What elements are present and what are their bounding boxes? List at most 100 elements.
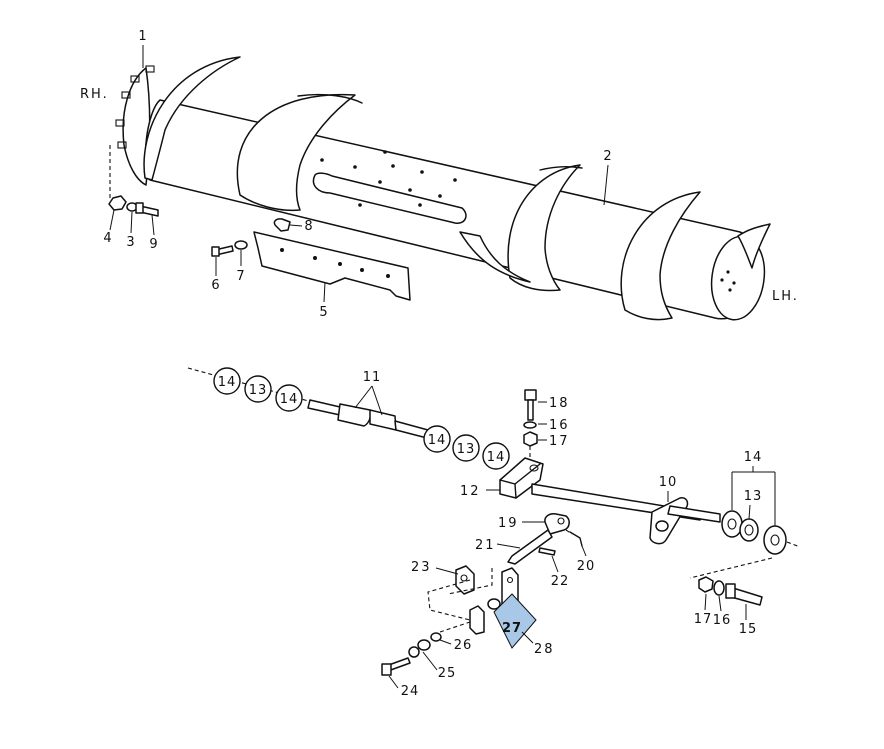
callout-13-right: 13	[744, 489, 763, 520]
hardware-4-3-9	[108, 195, 159, 217]
callout-15: 15	[739, 604, 758, 637]
callout-17-lower: 17	[694, 593, 713, 627]
svg-text:20: 20	[577, 559, 596, 574]
callout-21: 21	[475, 538, 521, 553]
svg-text:5: 5	[319, 305, 328, 320]
svg-text:12: 12	[460, 484, 481, 499]
svg-text:13: 13	[457, 442, 476, 457]
bushing-27	[487, 598, 501, 610]
svg-text:26: 26	[454, 638, 473, 653]
callout-24: 24	[388, 675, 420, 699]
bracket-12	[499, 457, 544, 499]
auger-flight-2	[236, 93, 356, 212]
callout-5: 5	[319, 281, 328, 320]
svg-text:17: 17	[694, 612, 713, 627]
hardware-26-25-24	[381, 621, 471, 676]
callout-17: 17	[538, 434, 570, 449]
svg-text:3: 3	[126, 235, 135, 250]
svg-text:14: 14	[280, 392, 299, 407]
tube-holes	[320, 150, 457, 207]
svg-text:13: 13	[249, 383, 268, 398]
auger-flight-1	[143, 56, 241, 181]
circled-callouts-middle: 14 13 14	[423, 425, 510, 470]
callout-7: 7	[236, 250, 245, 284]
callout-19: 19	[498, 516, 545, 531]
bearing-13	[739, 518, 759, 542]
svg-text:4: 4	[103, 231, 112, 246]
nut-25a	[417, 639, 431, 651]
svg-text:10: 10	[659, 475, 678, 490]
callout-20: 20	[577, 545, 596, 574]
callout-18: 18	[538, 396, 570, 411]
svg-text:17: 17	[549, 434, 570, 449]
svg-text:9: 9	[149, 237, 158, 252]
callout-6: 6	[211, 257, 220, 293]
callout-12: 12	[460, 484, 500, 499]
washer-14b	[763, 525, 787, 555]
svg-text:14: 14	[428, 433, 447, 448]
side-label-lh: LH.	[772, 289, 799, 304]
washer-14a	[721, 510, 743, 538]
svg-text:7: 7	[236, 269, 245, 284]
pin-22	[538, 547, 556, 556]
callout-10: 10	[659, 475, 678, 502]
washer-26	[430, 632, 442, 642]
tube-slot	[312, 172, 467, 224]
svg-text:21: 21	[475, 538, 496, 553]
svg-text:16: 16	[713, 613, 732, 628]
callout-2: 2	[603, 149, 612, 206]
callout-25: 25	[422, 651, 455, 681]
svg-text:14: 14	[218, 375, 237, 390]
side-label-rh: RH.	[80, 87, 109, 102]
svg-text:24: 24	[401, 684, 420, 699]
end-cap-bolts	[720, 270, 736, 292]
svg-text:14: 14	[744, 450, 763, 465]
callout-14-right: 14	[731, 450, 776, 526]
highlight-box	[493, 593, 537, 649]
callout-16-lower: 16	[713, 595, 732, 628]
svg-text:13: 13	[744, 489, 763, 504]
callout-26: 26	[439, 638, 473, 653]
hardware-6-7	[211, 240, 248, 257]
pin-20	[565, 529, 583, 547]
svg-text:2: 2	[603, 149, 612, 164]
svg-text:11: 11	[363, 370, 382, 385]
callout-23: 23	[411, 560, 459, 575]
hardware-17-16-15	[698, 576, 763, 606]
svg-text:6: 6	[211, 278, 220, 293]
callout-3: 3	[126, 211, 135, 250]
nut-17	[523, 431, 538, 447]
callout-11: 11	[354, 370, 383, 416]
callout-9: 9	[149, 214, 158, 252]
auger-assembly	[115, 56, 771, 321]
callout-27-highlight: 27	[493, 593, 537, 649]
end-flight-lh	[737, 223, 771, 269]
callout-16: 16	[538, 418, 570, 433]
arm-10	[649, 497, 721, 545]
bracket-23	[455, 565, 475, 595]
circled-callouts-left: 14 13 14	[213, 367, 303, 412]
auger-flight-lower	[459, 231, 531, 283]
bolt-18-head	[524, 389, 537, 401]
nut-4	[108, 195, 127, 211]
callout-22: 22	[551, 555, 568, 589]
svg-text:16: 16	[549, 418, 570, 433]
callout-4: 4	[103, 209, 115, 246]
shaft-11	[307, 399, 429, 439]
washer-16	[523, 421, 537, 429]
callout-1: 1	[138, 29, 147, 68]
svg-text:15: 15	[739, 622, 758, 637]
callout-8: 8	[304, 219, 313, 234]
nut-17-lower	[698, 576, 714, 593]
svg-text:1: 1	[138, 29, 147, 44]
washer-25	[408, 646, 420, 658]
washer-stack-right	[721, 510, 801, 555]
strip-plate-5	[253, 231, 411, 301]
callout-28: 28	[521, 631, 553, 657]
svg-text:27: 27	[502, 621, 522, 636]
auger-flight-4	[620, 191, 701, 321]
svg-text:19: 19	[498, 516, 519, 531]
svg-text:18: 18	[549, 396, 570, 411]
svg-text:14: 14	[487, 450, 506, 465]
